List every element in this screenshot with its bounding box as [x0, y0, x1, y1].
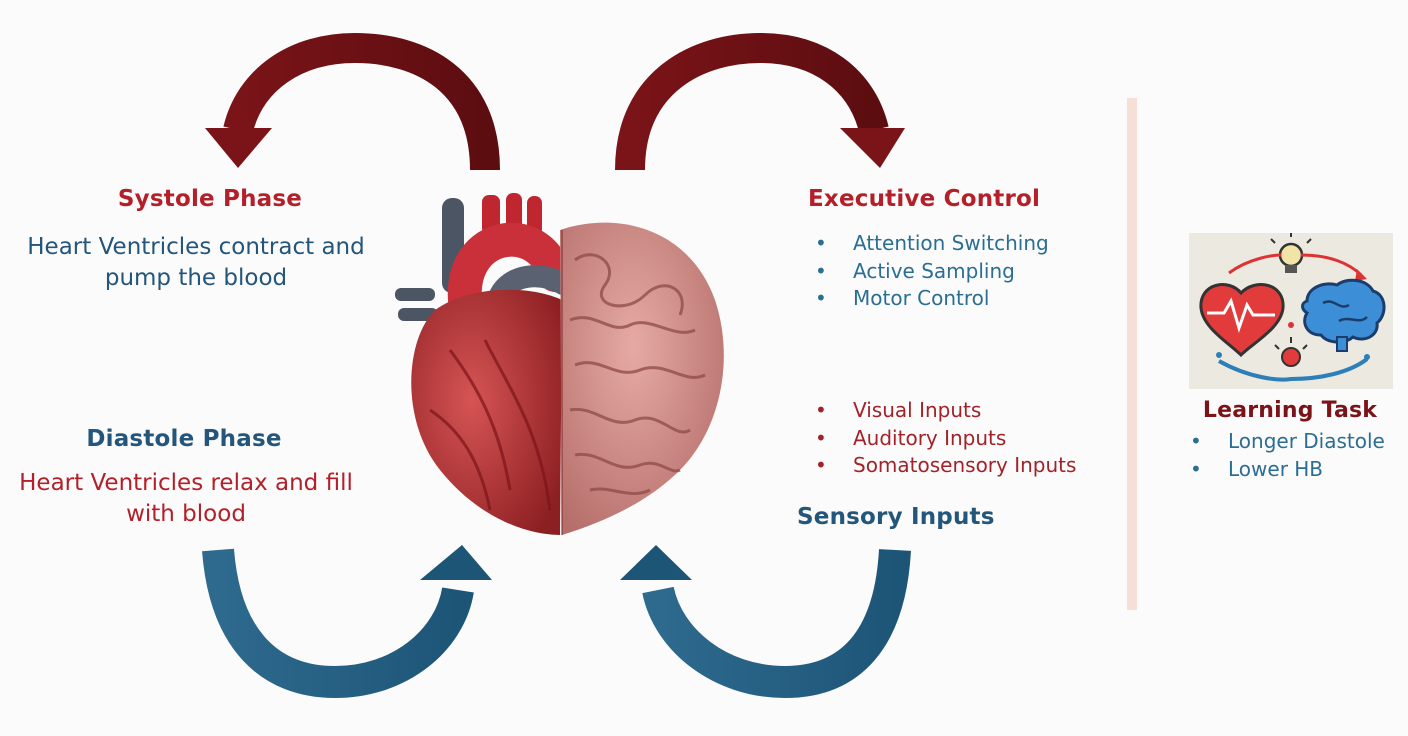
lightbulb-icon: [1270, 233, 1312, 273]
list-item: •Visual Inputs: [815, 397, 1076, 425]
systole-description: Heart Ventricles contract and pump the b…: [0, 232, 392, 294]
diastole-line-1: Heart Ventricles relax and fill: [19, 470, 353, 496]
heartbeat-icon: [1199, 283, 1285, 358]
brain-icon: [1301, 278, 1386, 352]
heart-brain-illustration: [395, 193, 724, 535]
vertical-divider: [1127, 98, 1137, 610]
list-item: •Motor Control: [815, 285, 1049, 313]
systole-title: Systole Phase: [117, 186, 303, 212]
systole-line-2: pump the blood: [104, 265, 288, 291]
sensory-arrow: [620, 545, 911, 699]
list-item: •Active Sampling: [815, 258, 1049, 286]
executive-title: Executive Control: [808, 186, 1041, 212]
list-item: •Longer Diastole: [1190, 428, 1385, 456]
vessels: [395, 193, 576, 321]
executive-arrow: [615, 32, 905, 171]
diastole-arrow: [202, 545, 492, 699]
systole-arrow: [205, 32, 500, 171]
systole-line-1: Heart Ventricles contract and: [27, 234, 365, 260]
bullet-icon: •: [815, 453, 827, 477]
sensory-title: Sensory Inputs: [797, 504, 995, 530]
list-item: •Attention Switching: [815, 230, 1049, 258]
diastole-title: Diastole Phase: [86, 426, 282, 452]
learning-list: •Longer Diastole •Lower HB: [1190, 428, 1385, 483]
bullet-icon: •: [815, 231, 827, 255]
bullet-icon: •: [1190, 456, 1202, 481]
executive-list: •Attention Switching •Active Sampling •M…: [815, 230, 1049, 313]
bullet-icon: •: [1190, 429, 1202, 453]
sensory-list: •Visual Inputs •Auditory Inputs •Somatos…: [815, 397, 1076, 480]
learning-title: Learning Task: [1202, 398, 1378, 423]
learning-task-icon: [1189, 233, 1393, 389]
diastole-line-2: with blood: [126, 501, 246, 527]
list-item: •Auditory Inputs: [815, 425, 1076, 453]
list-item: •Lower HB: [1190, 456, 1385, 484]
bullet-icon: •: [815, 286, 827, 310]
brain-shape: [560, 222, 724, 535]
bullet-icon: •: [815, 398, 827, 422]
list-item: •Somatosensory Inputs: [815, 452, 1076, 480]
diastole-description: Heart Ventricles relax and fill with blo…: [0, 468, 372, 530]
bullet-icon: •: [815, 425, 827, 450]
bullet-icon: •: [815, 258, 827, 283]
